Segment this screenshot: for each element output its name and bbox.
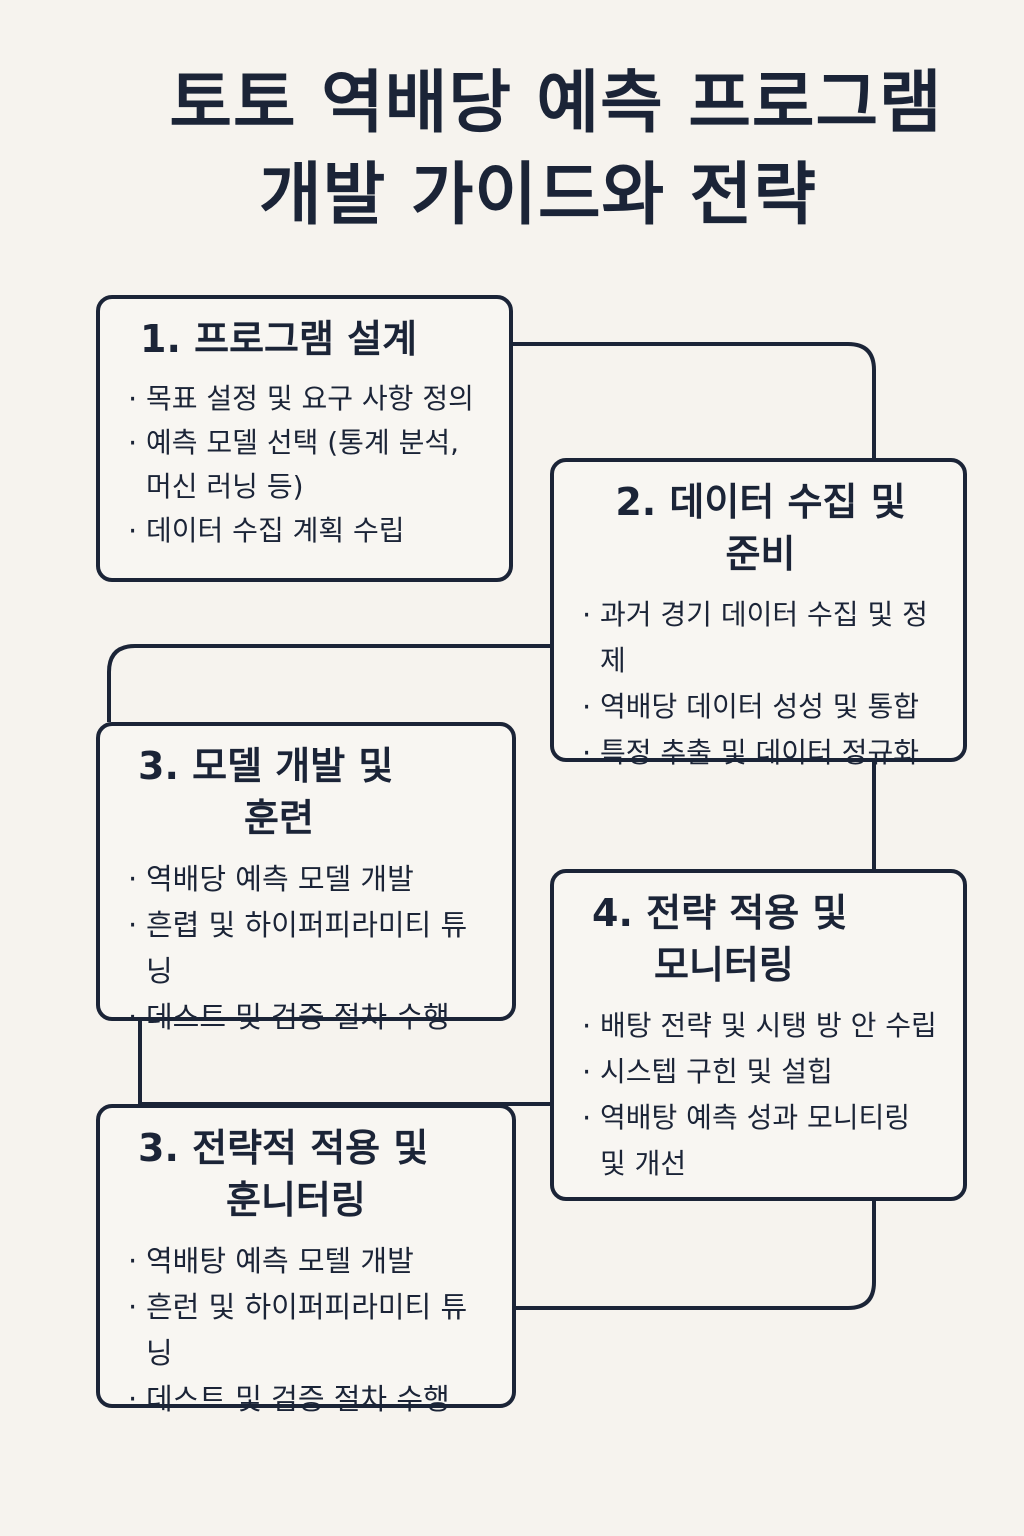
step-title-line: 1. 프로그램 설계 — [140, 317, 418, 361]
list-item: ·역배탕 예측 성과 모니티링 및 개선 — [580, 1095, 941, 1187]
step-title-line: 3. 전략적 적용 및 — [138, 1126, 429, 1170]
bullet-icon: · — [128, 862, 138, 896]
list-item: ·배탕 전략 및 시탱 방 안 수립 — [580, 1003, 941, 1049]
list-item: ·예측 모델 선택 (통계 분석, 머신 러닝 등) — [126, 421, 487, 509]
bullet-icon: · — [582, 1009, 592, 1043]
list-item: ·역배탕 예측 모텔 개발 — [126, 1238, 490, 1284]
bullet-icon: · — [128, 1244, 138, 1278]
page-title: 토토 역배당 예측 프로그램 개발 가이드와 전략 — [0, 58, 1024, 242]
bullet-list: ·과거 경기 데이터 수집 및 정제 ·역배당 데이터 성성 및 통합 ·특정 … — [580, 592, 941, 776]
bullet-icon: · — [128, 382, 138, 416]
list-item: ·데스트 및 검증 절차 수행 — [126, 1376, 490, 1422]
list-item: ·과거 경기 데이터 수집 및 정제 — [580, 592, 941, 684]
step-box-3: 3. 모델 개발 및 훈련 ·역배당 예측 모델 개발 ·흔렵 및 하이퍼피라미… — [96, 722, 516, 1034]
bullet-list: ·목표 설정 및 요구 사항 정의 ·예측 모델 선택 (통계 분석, 머신 러… — [126, 377, 487, 553]
step-title: 3. 전략적 적용 및 훈니터링 — [126, 1122, 490, 1226]
bullet-icon: · — [582, 1101, 592, 1135]
list-item: ·흔런 및 하이퍼피라미티 튜닝 — [126, 1284, 490, 1376]
step-title-line: 2. 데이터 수집 및 — [615, 480, 906, 524]
bullet-list: ·배탕 전략 및 시탱 방 안 수립 ·시스텝 구힌 및 설힙 ·역배탕 예측 … — [580, 1003, 941, 1187]
step-title-line: 훈니터링 — [226, 1178, 366, 1222]
bullet-icon: · — [128, 426, 138, 460]
bullet-list: ·역배당 예측 모델 개발 ·흔렵 및 하이퍼피라미티 튜닝 ·데스트 및 검증… — [126, 856, 490, 1040]
list-item: ·목표 설정 및 요구 사항 정의 — [126, 377, 487, 421]
step-title-line: 모니터링 — [654, 943, 794, 987]
step-box-2: 2. 데이터 수집 및 준비 ·과거 경기 데이터 수집 및 정제 ·역배당 데… — [550, 458, 967, 770]
step-box-1: 1. 프로그램 설계 ·목표 설정 및 요구 사항 정의 ·예측 모델 선택 (… — [96, 295, 513, 582]
step-box-4: 4. 전략 적용 및 모니터링 ·배탕 전략 및 시탱 방 안 수립 ·시스텝 … — [550, 869, 967, 1201]
list-item: ·데스트 및 검증 절차 수행 — [126, 994, 490, 1040]
bullet-icon: · — [128, 1000, 138, 1034]
step-title-line: 3. 모델 개발 및 — [138, 744, 394, 788]
list-item: ·시스텝 구힌 및 설힙 — [580, 1049, 941, 1095]
list-item: ·흔렵 및 하이퍼피라미티 튜닝 — [126, 902, 490, 994]
bullet-icon: · — [128, 1290, 138, 1324]
bullet-icon: · — [582, 598, 592, 632]
bullet-icon: · — [128, 514, 138, 548]
list-item: ·특정 추출 및 데이터 정규화 — [580, 730, 941, 776]
bullet-icon: · — [128, 1382, 138, 1416]
bullet-list: ·역배탕 예측 모텔 개발 ·흔런 및 하이퍼피라미티 튜닝 ·데스트 및 검증… — [126, 1238, 490, 1422]
step-title: 1. 프로그램 설계 — [126, 313, 487, 365]
step-title-line: 훈련 — [244, 796, 314, 840]
bullet-icon: · — [582, 1055, 592, 1089]
connector-4-to-5 — [516, 1201, 876, 1310]
step-title: 4. 전략 적용 및 모니터링 — [580, 887, 941, 991]
step-title: 2. 데이터 수집 및 준비 — [580, 476, 941, 580]
title-line-2: 개발 가이드와 전략 — [259, 156, 817, 235]
bullet-icon: · — [582, 736, 592, 770]
list-item: ·데이터 수집 계획 수립 — [126, 509, 487, 553]
connector-2-to-3 — [107, 644, 550, 722]
bullet-icon: · — [582, 690, 592, 724]
step-box-5: 3. 전략적 적용 및 훈니터링 ·역배탕 예측 모텔 개발 ·흔런 및 하이퍼… — [96, 1104, 516, 1416]
title-line-1: 토토 역배당 예측 프로그램 — [169, 64, 943, 143]
bullet-icon: · — [128, 908, 138, 942]
list-item: ·역배당 예측 모델 개발 — [126, 856, 490, 902]
step-title-line: 준비 — [725, 532, 796, 576]
list-item: ·역배당 데이터 성성 및 통합 — [580, 684, 941, 730]
connector-1-to-2 — [513, 342, 876, 458]
step-title-line: 4. 전략 적용 및 — [592, 891, 848, 935]
step-title: 3. 모델 개발 및 훈련 — [126, 740, 490, 844]
